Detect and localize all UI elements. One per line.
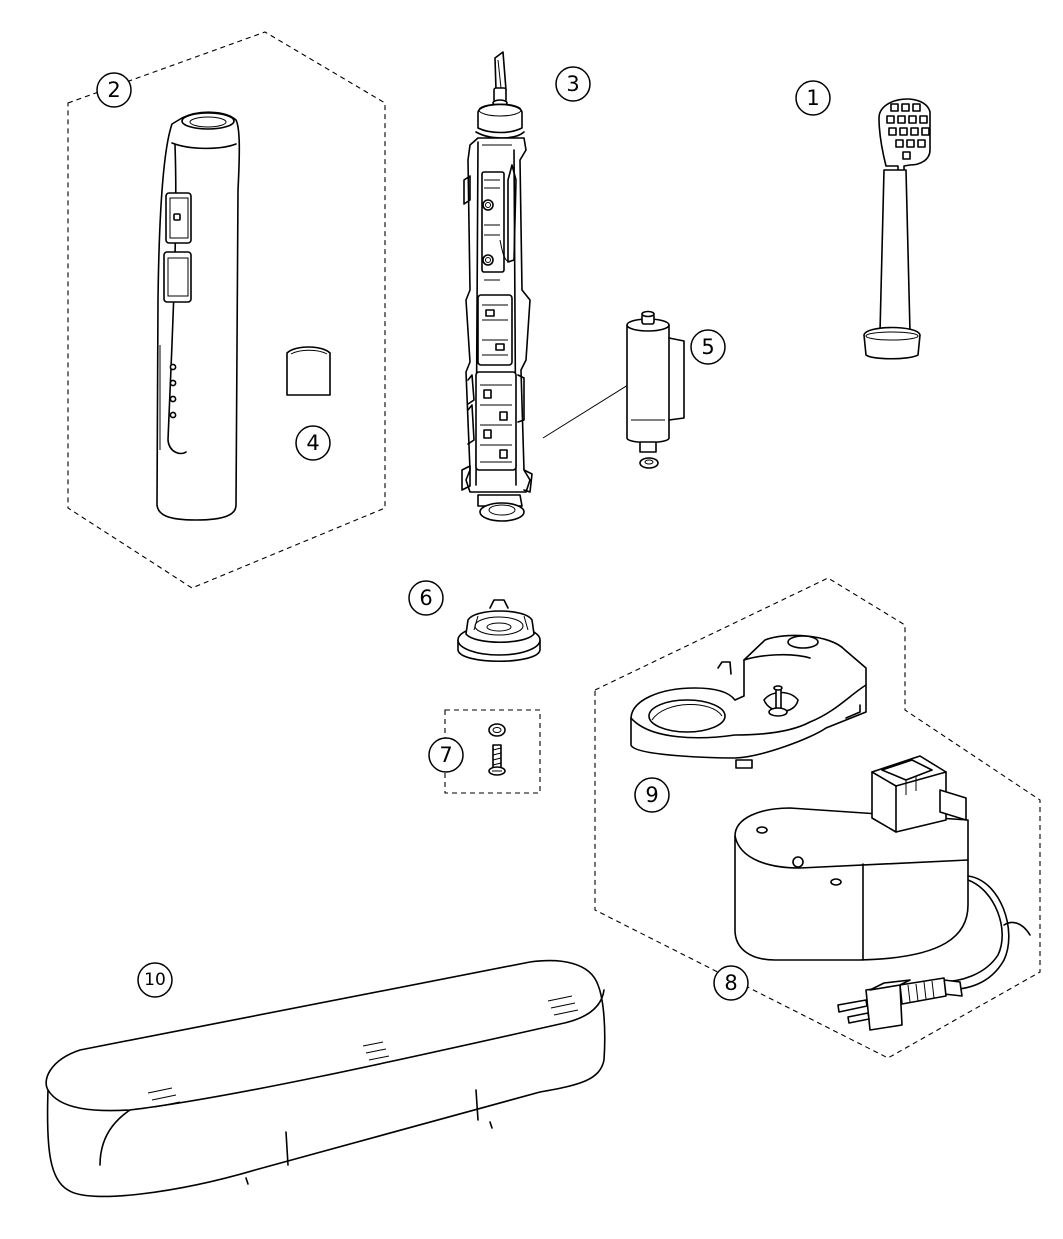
brush-head: [863, 98, 931, 360]
rechargeable-battery: [626, 310, 685, 469]
part-label-6: 6: [408, 580, 444, 616]
part-number-labels: 1 2 3 4 5 6 7 8: [96, 66, 831, 1001]
inner-frame-assembly: [461, 51, 637, 522]
group-outline-charger: [594, 577, 1041, 1059]
part-label-5-text: 5: [701, 335, 714, 359]
part-label-9-text: 9: [645, 783, 658, 807]
part-label-4-text: 4: [306, 431, 319, 455]
part-label-8: 8: [713, 965, 749, 1001]
part-label-3-text: 3: [566, 72, 579, 96]
screw-and-o-ring-set: [488, 723, 506, 776]
charging-stand: [630, 634, 867, 769]
group-outline-handle: [67, 31, 386, 589]
part-label-3: 3: [555, 66, 591, 102]
part-label-5: 5: [690, 329, 726, 365]
part-label-9: 9: [634, 777, 670, 813]
part-label-7: 7: [428, 737, 464, 773]
part-label-8-text: 8: [724, 971, 737, 995]
part-label-10-text: 10: [144, 970, 166, 990]
charger-adaptor: [734, 755, 1031, 1031]
bottom-cap: [457, 599, 541, 662]
nameplate: [286, 346, 331, 396]
part-label-1: 1: [795, 80, 831, 116]
part-label-7-text: 7: [439, 743, 452, 767]
part-label-10: 10: [137, 962, 173, 998]
part-label-2-text: 2: [107, 78, 120, 102]
part-label-6-text: 6: [419, 586, 432, 610]
group-outline-screw-set: [444, 709, 541, 794]
part-label-2: 2: [96, 72, 132, 108]
handle-case: [156, 111, 241, 521]
part-label-1-text: 1: [806, 86, 819, 110]
part-label-4: 4: [295, 425, 331, 461]
travel-case: [45, 959, 606, 1198]
